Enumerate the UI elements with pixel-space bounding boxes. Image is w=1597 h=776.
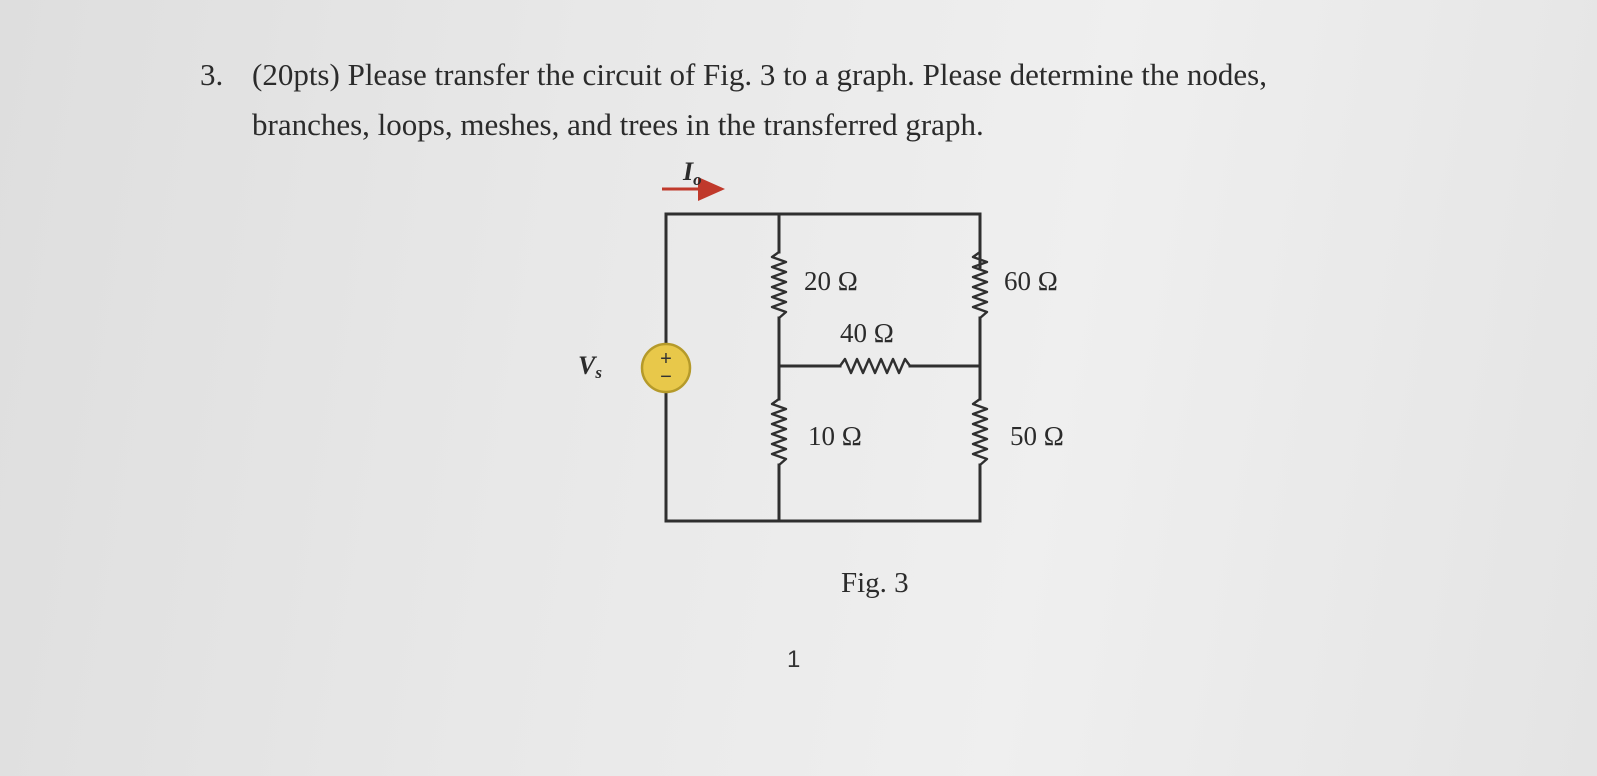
label-50-ohm: 50 Ω [1010, 421, 1064, 451]
page-number: 1 [787, 646, 801, 673]
resistor-20-ohm [770, 251, 788, 319]
current-label: Io [682, 157, 702, 189]
resistor-10-ohm [770, 398, 788, 466]
figure-caption: Fig. 3 [841, 567, 909, 599]
question-line-2: branches, loops, meshes, and trees in th… [200, 100, 1400, 150]
label-20-ohm: 20 Ω [804, 266, 858, 296]
resistor-40-ohm [839, 357, 911, 375]
question-line-1: 3. (20pts) Please transfer the circuit of… [200, 50, 1400, 100]
label-10-ohm: 10 Ω [808, 421, 862, 451]
question-number: 3. [200, 57, 224, 92]
source-minus-sign: − [660, 366, 672, 388]
source-plus-sign: + [660, 348, 672, 370]
voltage-source: + − [640, 342, 692, 394]
question-text-1: (20pts) Please transfer the circuit of F… [252, 57, 1267, 92]
question-text-2: branches, loops, meshes, and trees in th… [252, 107, 984, 142]
resistor-50-ohm [971, 398, 989, 466]
resistor-60-ohm [971, 251, 989, 319]
question-block: 3. (20pts) Please transfer the circuit of… [200, 50, 1400, 150]
label-40-ohm: 40 Ω [840, 318, 894, 348]
source-label: Vs [578, 351, 602, 382]
label-60-ohm: 60 Ω [1004, 266, 1058, 296]
